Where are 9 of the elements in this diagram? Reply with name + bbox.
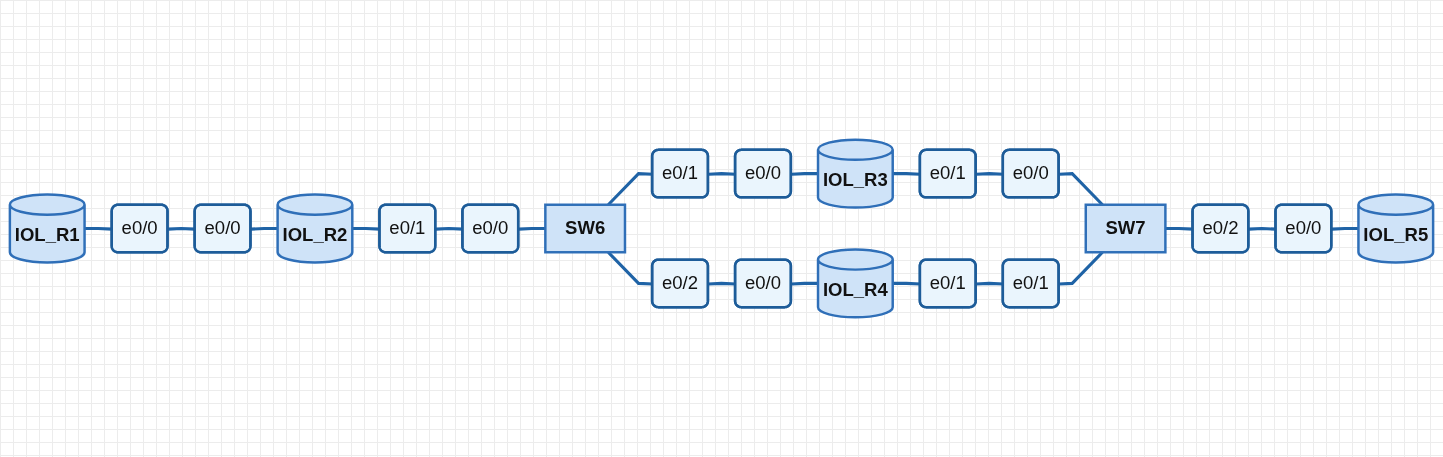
connector bbox=[251, 226, 278, 231]
node-box: SW7 bbox=[1084, 203, 1167, 254]
connector bbox=[791, 281, 818, 286]
connector bbox=[708, 172, 736, 176]
connector bbox=[518, 226, 546, 231]
connector bbox=[708, 281, 736, 286]
connector bbox=[791, 172, 818, 176]
connector bbox=[1331, 226, 1359, 231]
node-box: SW6 bbox=[544, 203, 627, 254]
